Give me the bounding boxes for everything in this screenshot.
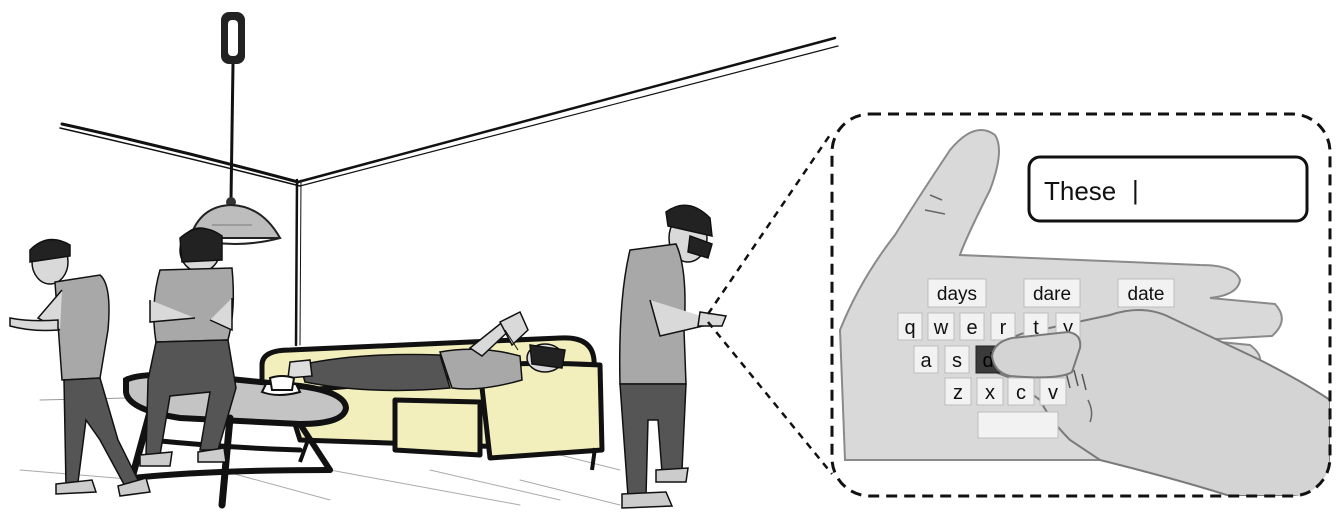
key-label: s [952,350,962,372]
key[interactable]: x [977,378,1003,405]
suggestion-label: date [1128,284,1165,305]
key-label: r [1000,317,1007,339]
key[interactable]: q [898,313,922,340]
key-label: z [953,382,963,404]
key[interactable]: a [914,346,938,373]
suggestion-label: dare [1033,284,1071,305]
key-label: q [904,317,915,339]
suggestion-chip[interactable]: dare [1024,279,1080,307]
key[interactable]: v [1040,378,1066,405]
text-input-value: These [1044,176,1116,206]
key[interactable]: r [991,313,1015,340]
key[interactable]: c [1008,378,1034,405]
key[interactable]: e [960,313,984,340]
key-label: v [1048,382,1058,404]
zoom-inset: These | days dare date q w e r t [832,114,1330,496]
person-seated [140,228,236,466]
key-label: a [920,350,932,372]
key-label: w [933,317,949,339]
person-standing-right [620,205,726,508]
key-label: e [966,317,977,339]
suggestion-label: days [937,284,977,305]
suggestion-bar: days dare date [928,279,1174,307]
person-standing-left [10,240,150,496]
key[interactable]: z [945,378,971,405]
text-cursor: | [1132,175,1139,205]
pendant-lamp [190,12,280,244]
key-label: c [1016,382,1026,404]
key[interactable]: w [928,313,954,340]
key[interactable]: s [945,346,969,373]
key-label: x [985,382,995,404]
suggestion-chip[interactable]: date [1118,279,1174,307]
zoom-leader-lines [708,132,832,474]
space-bar[interactable] [978,412,1058,438]
suggestion-chip[interactable]: days [928,279,986,307]
